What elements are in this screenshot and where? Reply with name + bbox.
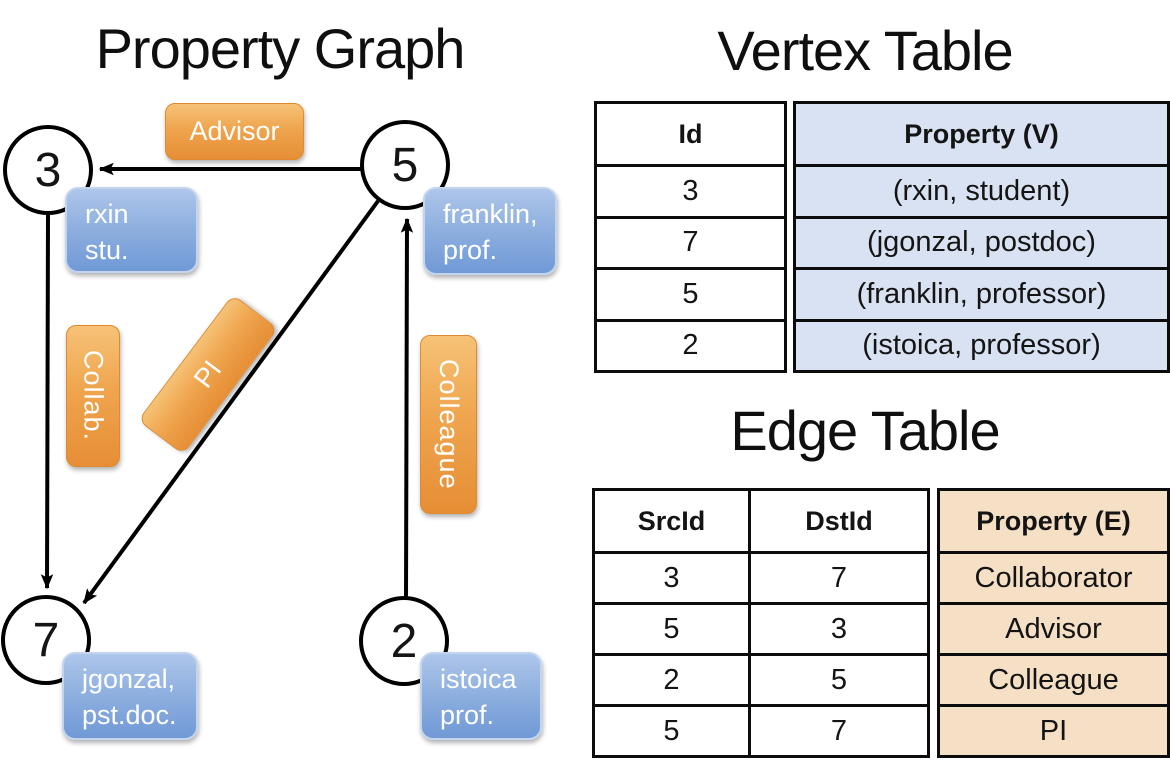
edge-table-srcid-cell: 5 bbox=[663, 714, 680, 747]
node-circle-5: 5 bbox=[360, 120, 450, 210]
vertex-label-rxin: rxin stu. bbox=[65, 187, 198, 273]
edge-label-advisor: Advisor bbox=[165, 103, 304, 160]
vertex-table-property-column: Property (V) (rxin, student) (jgonzal, p… bbox=[793, 101, 1170, 373]
vertex-table-id-header: Id bbox=[678, 118, 703, 149]
vertex-table-property-header: Property (V) bbox=[904, 118, 1059, 149]
vertex-label-rxin-line1: rxin bbox=[85, 199, 129, 229]
edge-table-id-row: 5 7 bbox=[595, 704, 927, 755]
vertex-table-id-cell: 3 bbox=[597, 164, 784, 216]
vertex-label-istoica-line2: prof. bbox=[440, 699, 495, 730]
edge-label-advisor-text: Advisor bbox=[189, 116, 280, 146]
edge-table-srcid-header: SrcId bbox=[637, 505, 706, 536]
vertex-table-id-cell: 7 bbox=[597, 215, 784, 268]
edge-table-id-row: 2 5 bbox=[595, 653, 927, 704]
edge-table-property-header: Property (E) bbox=[976, 505, 1131, 536]
edge-label-collab-text: Collab. bbox=[78, 350, 109, 442]
vertex-table-id-cell: 2 bbox=[597, 318, 784, 371]
edge-label-colleague: Colleague bbox=[420, 335, 477, 514]
vertex-label-franklin: franklin, prof. bbox=[423, 187, 557, 275]
vertex-label-franklin-line1: franklin, bbox=[443, 199, 538, 229]
vertex-table-property-cell: (istoica, professor) bbox=[796, 318, 1167, 371]
edge-line-3-to-7 bbox=[40, 214, 54, 590]
edge-table-dstid-header: DstId bbox=[748, 491, 927, 551]
edge-label-pi-text: PI bbox=[187, 354, 228, 394]
edge-table-dstid-cell: 5 bbox=[748, 656, 927, 704]
edge-table-srcid-cell: 3 bbox=[663, 561, 680, 594]
edge-table-srcid-cell: 5 bbox=[663, 612, 680, 645]
vertex-table-property-cell: (rxin, student) bbox=[796, 164, 1167, 216]
edge-table-dstid-cell: 7 bbox=[748, 707, 927, 755]
edge-table-dstid-cell: 7 bbox=[748, 554, 927, 602]
vertex-table-id-cell: 5 bbox=[597, 267, 784, 319]
node-id-3: 3 bbox=[34, 143, 62, 197]
vertex-label-jgonzal: jgonzal, pst.doc. bbox=[62, 652, 198, 740]
vertex-label-franklin-line2: prof. bbox=[443, 234, 498, 265]
edge-label-collab: Collab. bbox=[66, 325, 120, 467]
node-circle-2: 2 bbox=[359, 596, 449, 686]
graph-edges-svg bbox=[40, 162, 414, 605]
edge-table-id-row: 5 3 bbox=[595, 602, 927, 653]
property-graph-title: Property Graph bbox=[95, 17, 466, 80]
edge-table-property-cell: Advisor bbox=[940, 602, 1167, 653]
vertex-label-jgonzal-line1: jgonzal, bbox=[82, 664, 176, 694]
edge-table-id-row: 3 7 bbox=[595, 551, 927, 602]
node-id-2: 2 bbox=[390, 614, 418, 668]
edge-table-title: Edge Table bbox=[730, 399, 1000, 462]
edge-label-colleague-text: Colleague bbox=[434, 359, 464, 490]
vertex-label-istoica: istoica prof. bbox=[420, 652, 542, 740]
vertex-table-property-cell: (jgonzal, postdoc) bbox=[796, 215, 1167, 268]
edge-table-property-cell: Collaborator bbox=[940, 551, 1167, 602]
edge-line-5-to-7 bbox=[82, 199, 380, 605]
vertex-label-istoica-line1: istoica bbox=[440, 664, 517, 694]
edge-table-id-columns: SrcId DstId 3 7 5 3 2 5 5 7 bbox=[592, 488, 930, 758]
edge-table-id-header-row: SrcId DstId bbox=[595, 491, 927, 551]
edge-table-dstid-cell: 3 bbox=[748, 605, 927, 653]
edge-line-2-to-5 bbox=[400, 217, 414, 601]
vertex-table-id-column: Id 3 7 5 2 bbox=[594, 101, 787, 373]
vertex-table-property-cell: (franklin, professor) bbox=[796, 267, 1167, 319]
vertex-table-title: Vertex Table bbox=[717, 19, 1013, 82]
vertex-label-rxin-line2: stu. bbox=[85, 234, 129, 265]
node-id-5: 5 bbox=[391, 138, 419, 192]
edge-table-property-column: Property (E) Collaborator Advisor Collea… bbox=[937, 488, 1170, 758]
vertex-label-jgonzal-line2: pst.doc. bbox=[82, 699, 177, 730]
edge-table-property-cell: Colleague bbox=[940, 653, 1167, 704]
node-id-7: 7 bbox=[32, 613, 60, 667]
edge-table-srcid-cell: 2 bbox=[663, 663, 680, 696]
edge-table-property-cell: PI bbox=[940, 704, 1167, 755]
